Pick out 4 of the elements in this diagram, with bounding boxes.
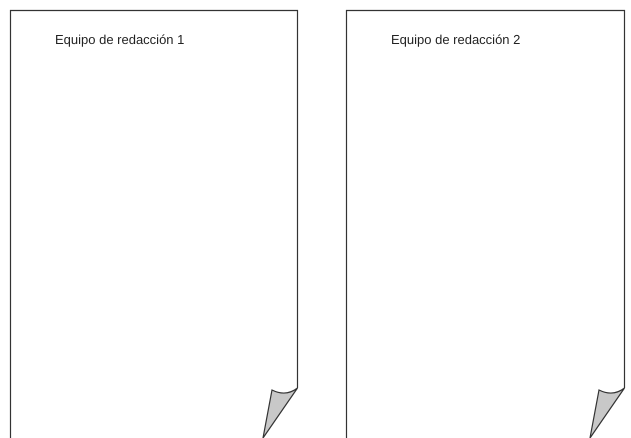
page-title: Equipo de redacción 2 [391, 32, 520, 47]
curled-page-shape [10, 10, 298, 438]
curled-page-shape [346, 10, 625, 438]
page-title: Equipo de redacción 1 [55, 32, 184, 47]
